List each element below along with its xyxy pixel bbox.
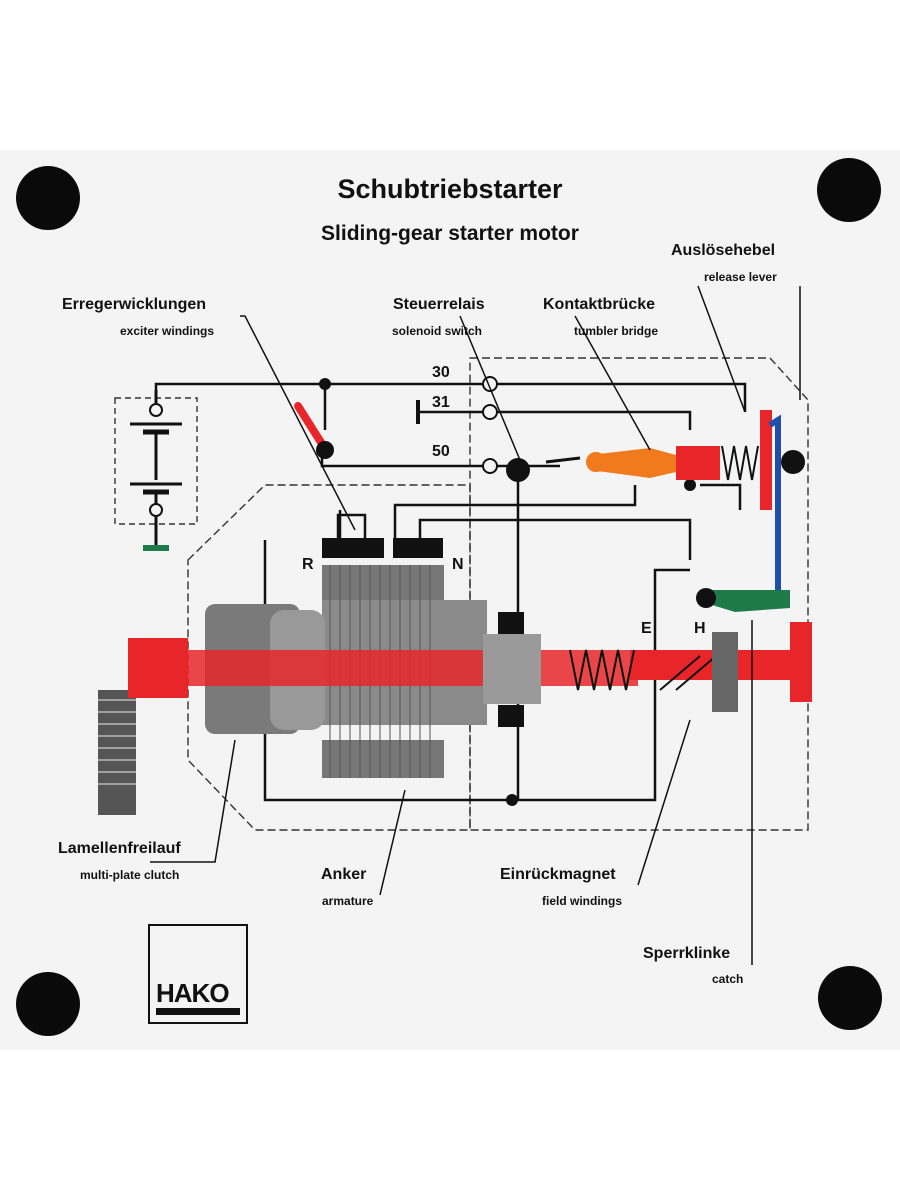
terminal-label-r: R xyxy=(302,556,314,573)
hako-logo: HAKO xyxy=(148,924,248,1024)
pinion-gear xyxy=(98,690,136,815)
logo-bar xyxy=(156,1008,240,1015)
tumbler-bridge xyxy=(760,410,772,510)
label-tumbler-bridge: tumbler bridge xyxy=(574,324,659,338)
page-subtitle: Sliding-gear starter motor xyxy=(321,222,579,245)
plunger-link xyxy=(545,456,581,464)
label-sperrklinke: Sperrklinke xyxy=(643,945,731,962)
label-kontaktbruecke: Kontaktbrücke xyxy=(543,296,656,313)
label-exciter-windings: exciter windings xyxy=(120,324,215,338)
brush-bottom xyxy=(498,705,524,727)
label-erregerwicklungen: Erregerwicklungen xyxy=(62,296,207,313)
label-lamellenfreilauf: Lamellenfreilauf xyxy=(58,840,181,857)
terminal-label-e: E xyxy=(641,620,652,637)
label-anker: Anker xyxy=(321,866,367,883)
label-catch: catch xyxy=(712,972,744,986)
solenoid-housing-outline xyxy=(469,357,809,831)
solenoid-spring xyxy=(721,445,759,481)
label-solenoid-switch: solenoid switch xyxy=(392,324,483,338)
ignition-switch-pivot xyxy=(316,441,334,459)
label-release-lever: release lever xyxy=(704,270,777,284)
solenoid-coil xyxy=(676,446,720,480)
mounting-hole xyxy=(817,158,881,222)
battery xyxy=(130,390,182,551)
engagement-spring xyxy=(569,649,635,691)
junction-dot xyxy=(319,378,331,390)
exciter-winding-n xyxy=(393,538,443,558)
label-armature: armature xyxy=(322,894,374,908)
junction-dot xyxy=(684,479,696,491)
terminal-50 xyxy=(482,458,498,474)
solenoid-plunger xyxy=(590,448,676,478)
brush-top xyxy=(498,612,524,634)
page-title: Schubtriebstarter xyxy=(337,174,563,204)
release-lever xyxy=(768,414,781,600)
label-ausloesehebel: Auslösehebel xyxy=(671,242,776,259)
label-field-windings: field windings xyxy=(542,894,622,908)
terminal-connector xyxy=(506,458,530,482)
junction-dot xyxy=(506,794,518,806)
terminal-label-h: H xyxy=(694,620,706,637)
sperrklinke xyxy=(712,590,790,612)
terminal-label-31: 31 xyxy=(432,394,450,411)
wiring xyxy=(154,382,747,802)
logo-text: HAKO xyxy=(156,978,230,1008)
terminal-label-n: N xyxy=(452,556,464,573)
catch-block xyxy=(712,632,738,712)
bridge-roller xyxy=(781,450,805,474)
commutator xyxy=(483,634,541,704)
mounting-hole xyxy=(818,966,882,1030)
leader-lines xyxy=(150,285,801,965)
mounting-hole xyxy=(16,972,80,1036)
terminal-31 xyxy=(482,404,498,420)
label-steuerrelais: Steuerrelais xyxy=(393,296,485,313)
exciter-winding-r xyxy=(322,538,384,558)
ignition-switch-lever xyxy=(294,402,326,448)
drive-shaft xyxy=(128,622,812,702)
label-multi-plate-clutch: multi-plate clutch xyxy=(80,868,180,882)
mounting-hole xyxy=(16,166,80,230)
terminal-label-30: 30 xyxy=(432,364,450,381)
terminal-label-50: 50 xyxy=(432,443,450,460)
label-einrueckmagnet: Einrückmagnet xyxy=(500,866,616,883)
